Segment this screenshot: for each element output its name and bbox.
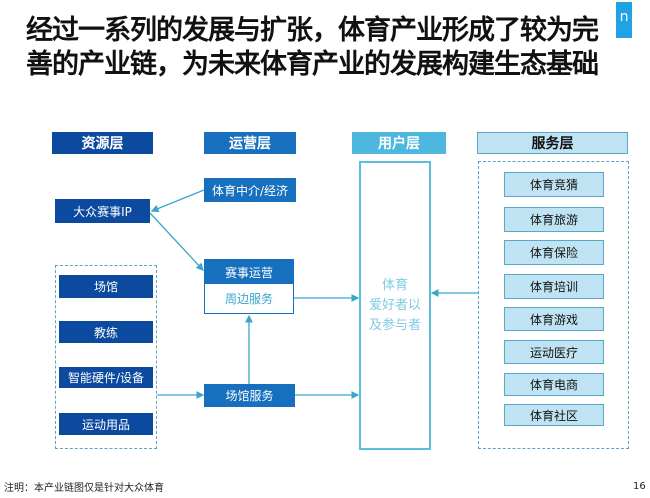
service-item: 体育竞猜	[504, 172, 604, 197]
user-text-3: 及参与者	[368, 317, 421, 333]
resource-item: 教练	[59, 321, 153, 343]
title-line-2: 善的产业链，为未来体育产业的发展构建生态基础	[26, 49, 599, 80]
service-item: 体育电商	[504, 373, 604, 396]
sports-agency: 体育中介/经济	[204, 178, 296, 202]
user-text-1: 体育	[381, 277, 408, 293]
page-number: 16	[633, 481, 646, 492]
service-item: 体育保险	[504, 240, 604, 265]
service-layer-header: 服务层	[477, 132, 628, 154]
service-item: 运动医疗	[504, 340, 604, 364]
resource-group	[55, 265, 157, 449]
service-group	[478, 161, 629, 449]
resource-item: 场馆	[59, 275, 153, 298]
user-layer-header: 用户层	[352, 132, 446, 154]
resource-layer-header: 资源层	[52, 132, 153, 154]
service-item: 体育社区	[504, 404, 604, 426]
operation-layer-header: 运营层	[204, 132, 296, 154]
event-operation: 赛事运营	[205, 260, 293, 284]
arrow-agency-to-ip	[150, 189, 205, 213]
user-box: 体育 爱好者以 及参与者	[359, 161, 431, 450]
title-line-1: 经过一系列的发展与扩张，体育产业形成了较为完	[26, 15, 599, 46]
brand-logo: n	[616, 2, 632, 38]
resource-item: 智能硬件/设备	[59, 367, 153, 388]
resource-item: 运动用品	[59, 413, 153, 435]
service-item: 体育游戏	[504, 307, 604, 331]
service-item: 体育旅游	[504, 207, 604, 232]
venue-service: 场馆服务	[204, 384, 295, 407]
arrow-ip-to-event	[149, 212, 204, 271]
mass-event-ip: 大众赛事IP	[55, 199, 150, 223]
user-text-2: 爱好者以	[368, 297, 421, 313]
service-item: 体育培训	[504, 274, 604, 299]
peripheral-services: 周边服务	[224, 292, 273, 306]
event-operation-group: 赛事运营 周边服务	[204, 259, 294, 314]
footnote: 注明：本产业链图仅是针对大众体育	[4, 483, 164, 494]
